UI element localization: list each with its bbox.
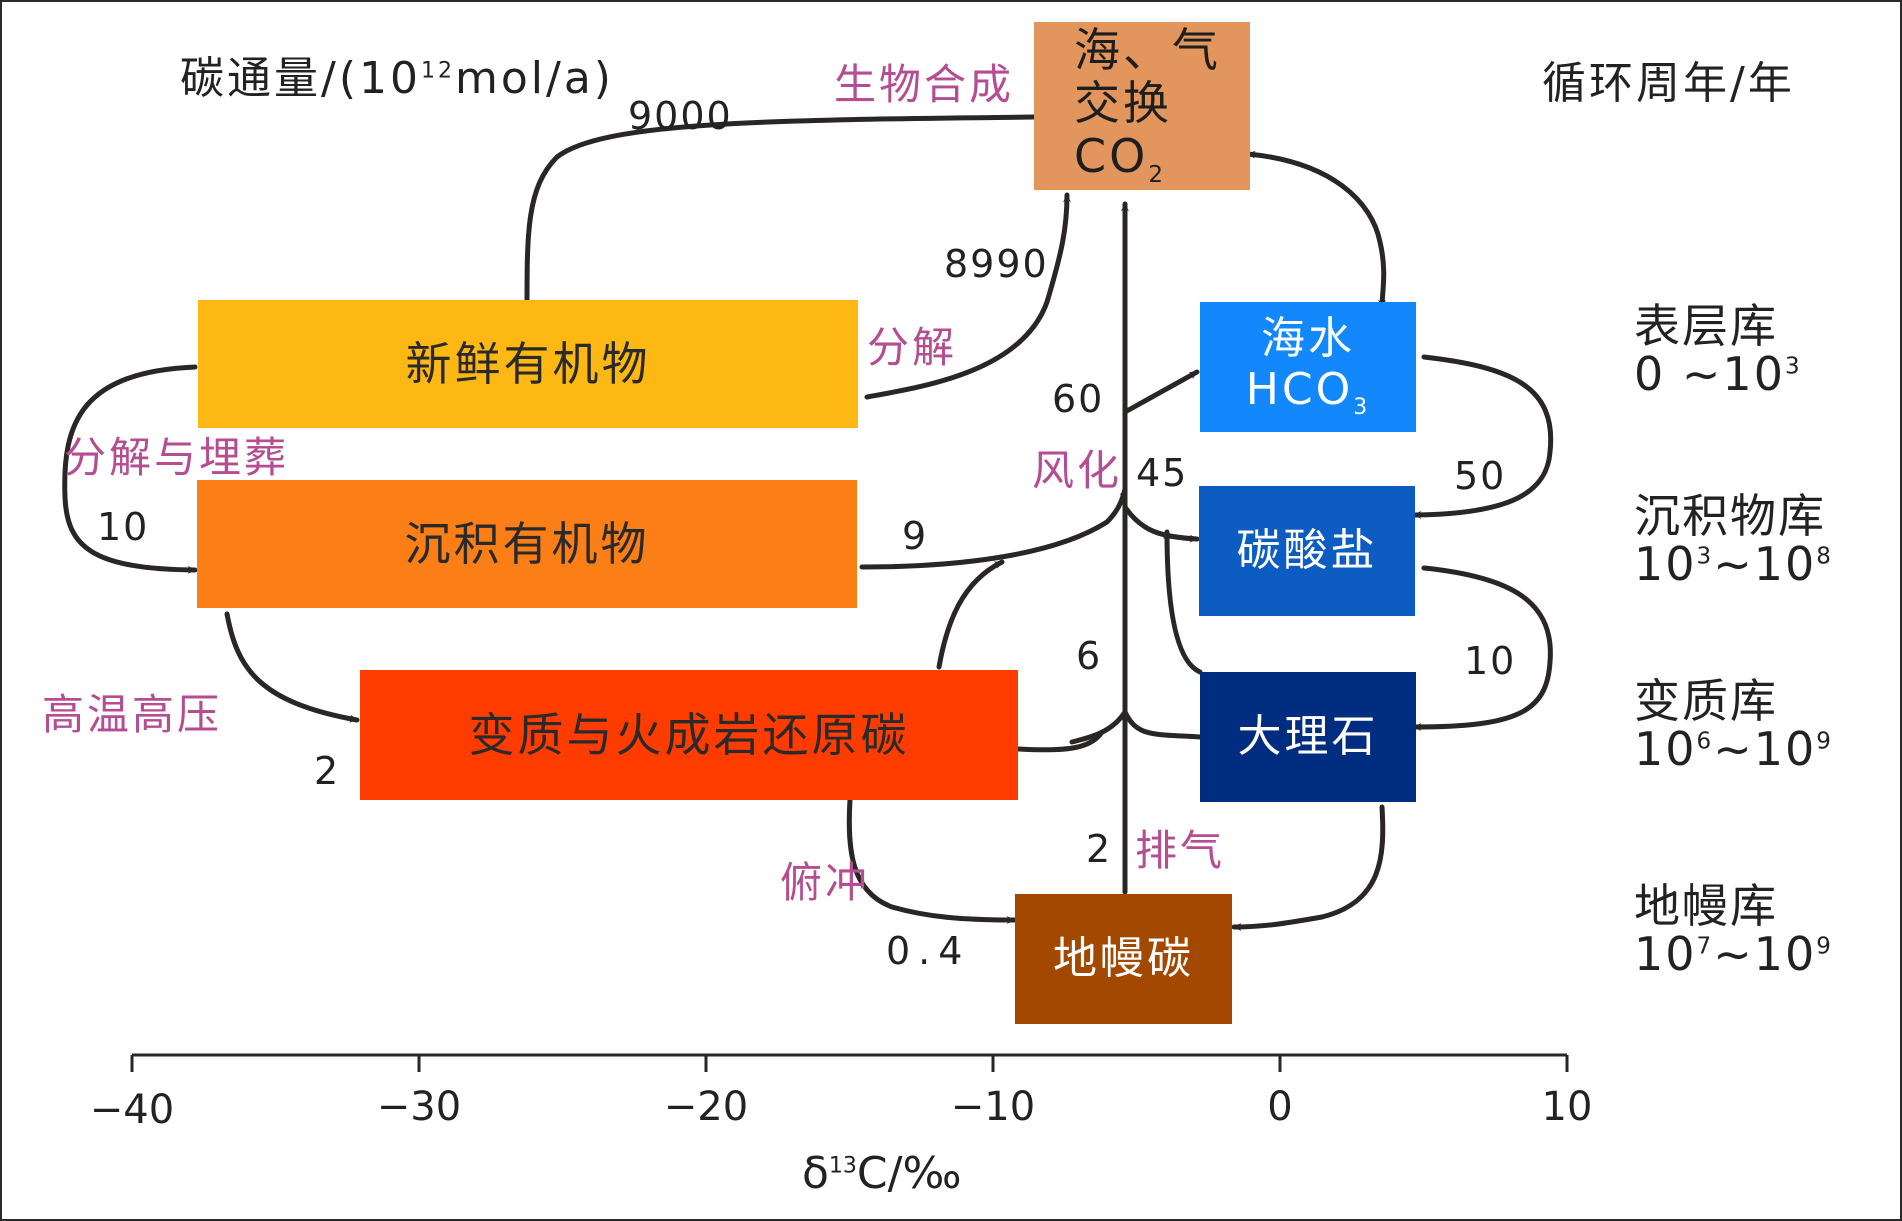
reservoir-mantle: 地幔库 107~109 bbox=[1634, 882, 1833, 979]
flux-8990: 8990 bbox=[944, 242, 1049, 286]
process-decomposition: 分解 bbox=[867, 323, 958, 372]
flow-metamorphic-out bbox=[1016, 729, 1105, 753]
x-tick-label: −30 bbox=[376, 1084, 462, 1130]
flow-biosynthesis bbox=[523, 114, 1037, 310]
reservoir-range: 103~108 bbox=[1634, 537, 1833, 592]
flux-0-4: 0.4 bbox=[886, 929, 971, 973]
sedimentary-organic-box: 沉积有机物 bbox=[197, 480, 857, 608]
fresh-organic-box: 新鲜有机物 bbox=[198, 300, 858, 428]
carbonate-box: 碳酸盐 bbox=[1199, 486, 1415, 616]
flow-subduction bbox=[846, 797, 1017, 924]
flow-decomp-burial bbox=[62, 364, 198, 574]
flow-marble-carbonate bbox=[1163, 529, 1203, 675]
reservoir-name: 地幔库 bbox=[1634, 879, 1778, 933]
process-degassing: 排气 bbox=[1135, 826, 1226, 875]
flux-9: 9 bbox=[902, 514, 929, 558]
metamorphic-box: 变质与火成岩还原碳 bbox=[360, 670, 1018, 800]
x-tick-label: −10 bbox=[950, 1084, 1036, 1130]
marble-box: 大理石 bbox=[1200, 672, 1416, 802]
flow-marble-mantle bbox=[1231, 804, 1386, 931]
flux-unit-label: 碳通量/(1012mol/a) bbox=[180, 53, 614, 104]
cycle-period-label: 循环周年/年 bbox=[1542, 58, 1795, 109]
flow-carbonate-marble bbox=[1411, 565, 1553, 731]
reservoir-sediment: 沉积物库 103~108 bbox=[1634, 492, 1833, 589]
atmosphere-box: 海、气 交换 CO2 bbox=[1034, 22, 1250, 190]
reservoir-range: 107~109 bbox=[1634, 927, 1833, 982]
flow-decomposition bbox=[864, 192, 1071, 400]
reservoir-name: 沉积物库 bbox=[1634, 489, 1826, 543]
process-biosynthesis: 生物合成 bbox=[834, 60, 1015, 109]
flux-9000: 9000 bbox=[628, 94, 733, 138]
reservoir-range: 106~109 bbox=[1634, 722, 1833, 777]
process-high-temp-pressure: 高温高压 bbox=[42, 690, 223, 739]
flow-air-sea-exchange bbox=[1245, 150, 1387, 310]
process-subduction: 俯冲 bbox=[780, 858, 871, 907]
flow-seawater-carbonate bbox=[1411, 354, 1554, 519]
flux-2-left: 2 bbox=[314, 749, 341, 793]
seawater-box: 海水 HCO3 bbox=[1200, 302, 1416, 432]
x-tick-label: −20 bbox=[663, 1084, 749, 1130]
flux-6: 6 bbox=[1076, 634, 1103, 678]
x-tick-label: 0 bbox=[1267, 1084, 1293, 1130]
flow-sedimentary-weathering bbox=[859, 486, 1128, 570]
reservoir-surface: 表层库 0 ~103 bbox=[1634, 302, 1802, 399]
atmosphere-line1: 海、气 bbox=[1074, 22, 1221, 77]
x-axis-label: δ13C/‰ bbox=[802, 1148, 962, 1199]
seawater-line1: 海水 bbox=[1261, 313, 1355, 365]
reservoir-range: 0 ~103 bbox=[1634, 347, 1802, 402]
flux-10-right: 10 bbox=[1464, 639, 1517, 683]
atmosphere-line2: 交换 bbox=[1074, 75, 1172, 130]
flux-2-degas: 2 bbox=[1086, 827, 1113, 871]
flow-high-temp bbox=[224, 611, 360, 723]
flow-weathering-seawater bbox=[1122, 369, 1200, 415]
flux-10-left: 10 bbox=[97, 505, 150, 549]
process-decomp-burial: 分解与埋葬 bbox=[64, 433, 290, 482]
flow-metamorphic-up bbox=[936, 559, 1005, 670]
seawater-formula: HCO3 bbox=[1245, 363, 1371, 420]
flow-weathering-carbonate bbox=[1122, 504, 1200, 543]
flow-marble-weathering bbox=[1069, 706, 1203, 745]
flux-60: 60 bbox=[1052, 377, 1105, 421]
mantle-box: 地幔碳 bbox=[1015, 894, 1232, 1024]
process-weathering: 风化 bbox=[1032, 446, 1123, 495]
reservoir-metamorphic: 变质库 106~109 bbox=[1634, 677, 1833, 774]
reservoir-name: 表层库 bbox=[1634, 299, 1778, 353]
x-tick-label: 10 bbox=[1541, 1084, 1593, 1130]
reservoir-name: 变质库 bbox=[1634, 674, 1778, 728]
atmosphere-formula: CO2 bbox=[1074, 128, 1166, 188]
flux-50: 50 bbox=[1454, 454, 1507, 498]
flux-45: 45 bbox=[1136, 451, 1189, 495]
x-tick-label: −40 bbox=[89, 1087, 175, 1133]
